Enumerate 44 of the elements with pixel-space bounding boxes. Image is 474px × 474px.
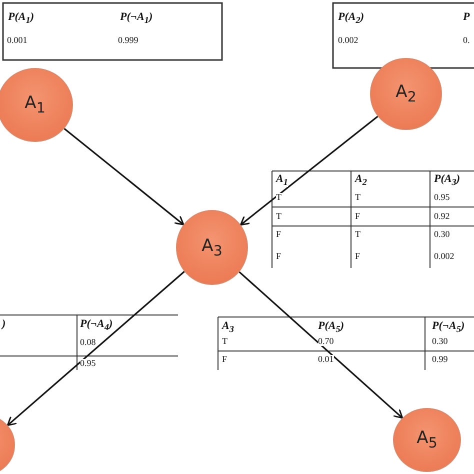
table-header: P(A$_{2}$) xyxy=(338,12,364,26)
table-value: 0.30 xyxy=(432,337,448,346)
node-label: A$_{1}$ xyxy=(24,93,46,117)
table-value: 0.99 xyxy=(432,355,448,364)
table-value: 0.01 xyxy=(318,355,334,364)
node-label: A$_{2}$ xyxy=(396,82,416,106)
table-header: A$_{2}$ xyxy=(355,174,367,188)
arrow xyxy=(64,128,184,226)
table-value: T xyxy=(355,193,360,202)
table-value: 0.999 xyxy=(118,36,138,45)
table-value: 0.08 xyxy=(80,338,96,347)
table-header: P(¬A$_{5}$) xyxy=(432,321,465,334)
table-header: A$_{3}$ xyxy=(222,321,234,334)
table-header: P(A$_{3}$) xyxy=(434,174,460,188)
table-header: P(A$_{1}$) xyxy=(8,12,34,26)
table-header: P(¬A$_{1}$) xyxy=(120,12,153,26)
table-value: 0.001 xyxy=(7,36,28,45)
node-label: A$_{3}$ xyxy=(202,236,222,260)
table-value: T xyxy=(276,193,282,202)
node-label: A$_{5}$ xyxy=(416,428,438,452)
table-header: P(A$_{5}$) xyxy=(318,321,344,334)
table-value: 0.002 xyxy=(434,252,454,261)
table-value: F xyxy=(355,252,360,261)
table-header: P xyxy=(463,12,470,23)
table-value: F xyxy=(276,230,282,239)
table-value: T xyxy=(276,212,282,221)
table-header: A$_{1}$ xyxy=(276,174,288,188)
table-value: F xyxy=(355,212,360,221)
table-value: 0.30 xyxy=(434,230,450,239)
table-header: P(¬A$_{4}$) xyxy=(80,319,113,332)
table-value: T xyxy=(222,337,228,346)
table-value: 0. xyxy=(463,36,470,45)
arrow xyxy=(6,270,185,426)
table-value: F xyxy=(276,252,282,261)
table-value: 0.92 xyxy=(434,212,450,221)
table-value: 0.70 xyxy=(318,337,334,346)
table-value: T xyxy=(355,230,360,239)
table-value: 0.002 xyxy=(338,36,358,45)
table-value: 0.95 xyxy=(434,193,450,202)
table-value: 0.95 xyxy=(80,359,96,368)
arrow xyxy=(238,271,404,419)
arrow xyxy=(240,116,378,226)
table-header: ) xyxy=(2,319,6,330)
table-value: F xyxy=(222,355,228,364)
